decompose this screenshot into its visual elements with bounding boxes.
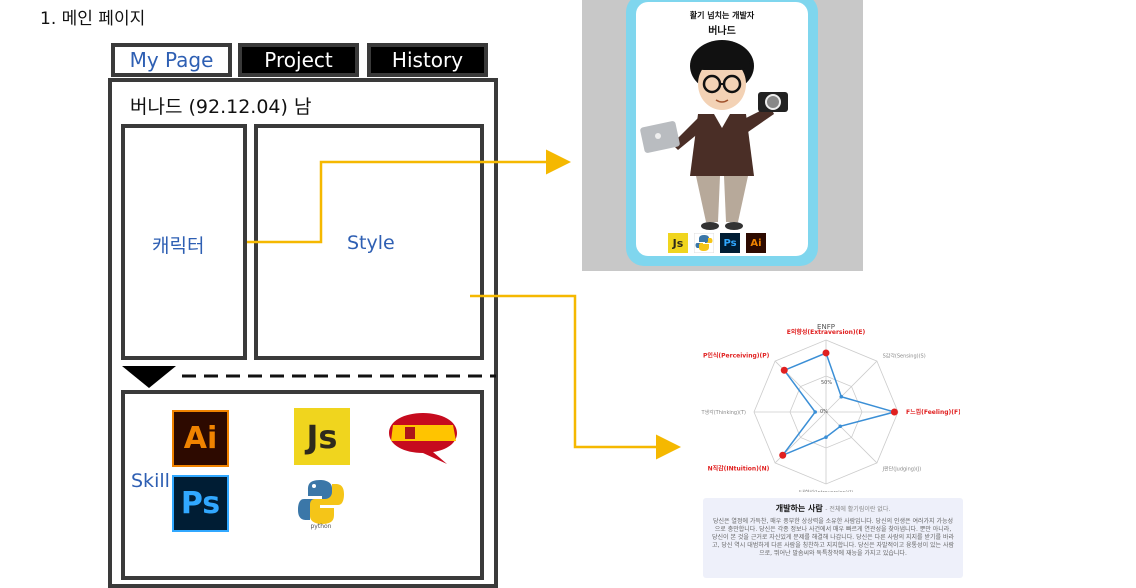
- skill-label: Skill: [131, 470, 170, 492]
- card-badge-js: Js: [668, 233, 688, 253]
- user-info: 버나드 (92.12.04) 남: [130, 96, 312, 118]
- character-arrow: [247, 149, 571, 244]
- python-icon: python: [298, 480, 344, 530]
- spanish-flag-icon: [389, 413, 457, 464]
- radar-axis-label-5: N직감(INtuition)(N): [708, 465, 770, 473]
- character-label: 캐릭터: [152, 235, 205, 257]
- card-badge-python-icon: [694, 233, 714, 253]
- illustrator-icon: Ai: [172, 410, 229, 467]
- radar-axis-label-2: F느낌(Feeling)(F): [906, 408, 960, 416]
- radar-point-7: [780, 366, 788, 374]
- card-badge-ps: Ps: [720, 233, 740, 253]
- radar-point-2: [890, 408, 898, 416]
- collapse-divider[interactable]: [118, 364, 498, 390]
- radar-axis-label-7: P인식(Perceiving)(P): [703, 351, 770, 359]
- radar-ring-label-50: 50%: [821, 380, 832, 386]
- style-arrow: [470, 294, 681, 460]
- radar-axis-label-4: I내향성(Introversion)(I): [799, 489, 854, 492]
- radar-ring-label-0: 0%: [820, 409, 828, 415]
- mbti-radar-chart: ENFP E외향성(Extraversion)(E) S감각(Sensing)(S…: [700, 323, 960, 492]
- tab-project[interactable]: Project: [238, 43, 359, 77]
- tab-my-page[interactable]: My Page: [111, 43, 232, 77]
- description-title-row: 개발하는 사람 - 전체에 활기림이란 없다.: [703, 503, 963, 514]
- radar-point-6: [813, 410, 817, 414]
- radar-point-0: [822, 349, 830, 357]
- radar-axis-label-1: S감각(Sensing)(S): [883, 352, 926, 359]
- photoshop-icon: Ps: [172, 475, 229, 532]
- description-subtitle: - 전체에 활기림이란 없다.: [825, 506, 891, 513]
- radar-axis-label-3: J판단(Judging)(J): [882, 466, 922, 473]
- collapse-triangle-icon: [122, 366, 176, 388]
- javascript-icon: Js: [294, 408, 350, 465]
- python-wordmark: python: [311, 523, 332, 530]
- personality-description-box: [703, 498, 963, 578]
- character-illustration: [640, 40, 788, 230]
- radar-spoke-3: [825, 411, 878, 464]
- card-subtitle: 활기 넘치는 개발자: [689, 11, 755, 20]
- section-heading: 1. 메인 페이지: [40, 9, 146, 29]
- character-box[interactable]: [121, 124, 247, 360]
- radar-title: ENFP: [817, 323, 835, 331]
- tab-history[interactable]: History: [367, 43, 488, 77]
- radar-axis-label-0: E외향성(Extraversion)(E): [787, 328, 866, 336]
- connector-lines: [247, 149, 681, 460]
- description-body: 당신은 열정에 가득찬, 매우 풍부한 상상력을 소유한 사람입니다. 당신의 …: [712, 518, 954, 557]
- card-title: 버나드: [708, 26, 736, 37]
- radar-points: [779, 349, 898, 459]
- radar-point-4: [824, 435, 828, 439]
- radar-point-5: [779, 451, 787, 459]
- style-label: Style: [347, 232, 395, 254]
- card-badge-ai: Ai: [746, 233, 766, 253]
- radar-point-1: [839, 394, 844, 399]
- radar-axis-label-6: T생각(Thinking)(T): [700, 409, 746, 416]
- radar-spoke-1: [825, 360, 878, 413]
- radar-point-3: [838, 424, 843, 429]
- description-title: 개발하는 사람: [775, 504, 823, 513]
- radar-series-line: [780, 352, 898, 458]
- radar-axis-labels: E외향성(Extraversion)(E) S감각(Sensing)(S) F느낌(…: [700, 328, 960, 492]
